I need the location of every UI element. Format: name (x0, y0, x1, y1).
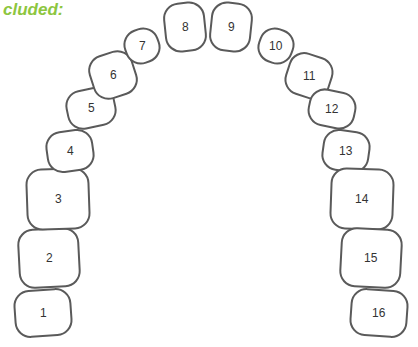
tooth-number: 1 (40, 307, 47, 319)
tooth-outline: 9 (208, 0, 255, 54)
tooth-number: 5 (88, 102, 95, 114)
tooth-number: 7 (139, 40, 146, 52)
tooth-number: 11 (303, 70, 315, 82)
tooth-outline: 4 (43, 127, 96, 175)
tooth-outline: 8 (162, 0, 209, 54)
tooth-number: 15 (364, 252, 377, 264)
heading-fragment: cluded: (3, 0, 63, 20)
tooth-number: 9 (228, 21, 235, 33)
tooth-outline: 14 (329, 167, 395, 231)
tooth-outline: 3 (25, 167, 91, 231)
tooth-number: 14 (355, 193, 368, 205)
tooth-number: 8 (182, 21, 189, 33)
tooth-number: 12 (325, 103, 338, 115)
tooth-number: 2 (46, 252, 53, 264)
tooth-outline: 2 (16, 226, 81, 289)
tooth-number: 10 (269, 40, 282, 52)
tooth-outline: 15 (338, 226, 403, 289)
tooth-outline: 16 (348, 287, 409, 339)
tooth-number: 3 (55, 193, 62, 205)
tooth-number: 16 (372, 307, 385, 319)
tooth-number: 6 (110, 69, 117, 81)
tooth-outline: 1 (12, 287, 73, 339)
tooth-outline: 12 (305, 85, 360, 132)
tooth-number: 13 (339, 145, 352, 157)
tooth-number: 4 (67, 145, 74, 157)
